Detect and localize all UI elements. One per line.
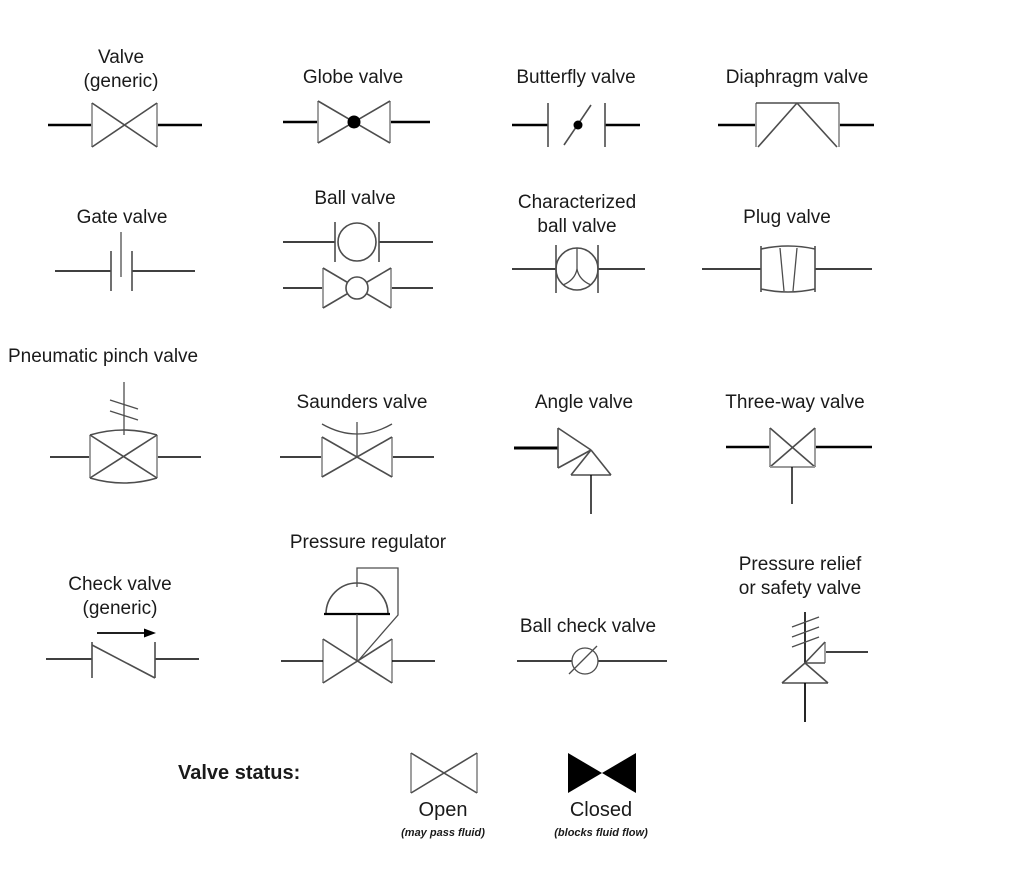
three-way-valve-symbol-icon	[726, 424, 874, 506]
plug-valve-symbol-icon	[702, 243, 874, 295]
ball-check-valve-symbol-icon	[515, 640, 670, 684]
generic-valve-symbol-icon	[45, 101, 205, 149]
diaphragm-valve-symbol-icon	[718, 100, 876, 150]
saunders-valve-symbol-icon	[280, 418, 436, 480]
gate-valve-symbol-icon	[53, 228, 198, 294]
label-diaphragm-valve: Diaphragm valve	[725, 67, 869, 88]
pressure-regulator-symbol-icon	[280, 556, 438, 690]
label-gate-valve: Gate valve	[76, 207, 168, 228]
label-pressure-regulator: Pressure regulator	[289, 532, 447, 553]
legend-open-note: (may pass fluid)	[401, 827, 485, 839]
label-characterized-ball-valve: Characterized ball valve	[517, 192, 637, 237]
legend-open-label: Open	[418, 799, 468, 821]
legend-title: Valve status:	[178, 762, 301, 784]
check-valve-symbol-icon	[44, 624, 202, 684]
label-valve-generic: Valve (generic)	[83, 47, 159, 92]
pressure-relief-valve-symbol-icon	[758, 598, 880, 726]
open-valve-icon	[408, 751, 480, 795]
pneumatic-pinch-valve-symbol-icon	[48, 378, 204, 484]
label-ball-check-valve: Ball check valve	[519, 616, 657, 637]
label-pneumatic-pinch-valve: Pneumatic pinch valve	[8, 346, 199, 367]
legend-closed-note: (blocks fluid flow)	[554, 827, 648, 839]
label-ball-valve: Ball valve	[314, 188, 396, 209]
label-angle-valve: Angle valve	[534, 392, 634, 413]
closed-valve-icon	[566, 751, 638, 795]
label-globe-valve: Globe valve	[302, 67, 404, 88]
label-check-valve: Check valve (generic)	[68, 574, 172, 619]
butterfly-valve-symbol-icon	[512, 100, 642, 150]
characterized-ball-valve-symbol-icon	[512, 242, 647, 296]
label-saunders-valve: Saunders valve	[296, 392, 428, 413]
label-pressure-relief-valve: Pressure relief or safety valve	[738, 554, 862, 599]
legend-closed-label: Closed	[569, 799, 633, 821]
label-butterfly-valve: Butterfly valve	[516, 67, 636, 88]
label-three-way-valve: Three-way valve	[725, 392, 865, 413]
globe-valve-symbol-icon	[283, 99, 433, 145]
ball-valve-symbol-icon	[283, 214, 435, 310]
label-plug-valve: Plug valve	[743, 207, 831, 228]
angle-valve-symbol-icon	[512, 420, 624, 516]
